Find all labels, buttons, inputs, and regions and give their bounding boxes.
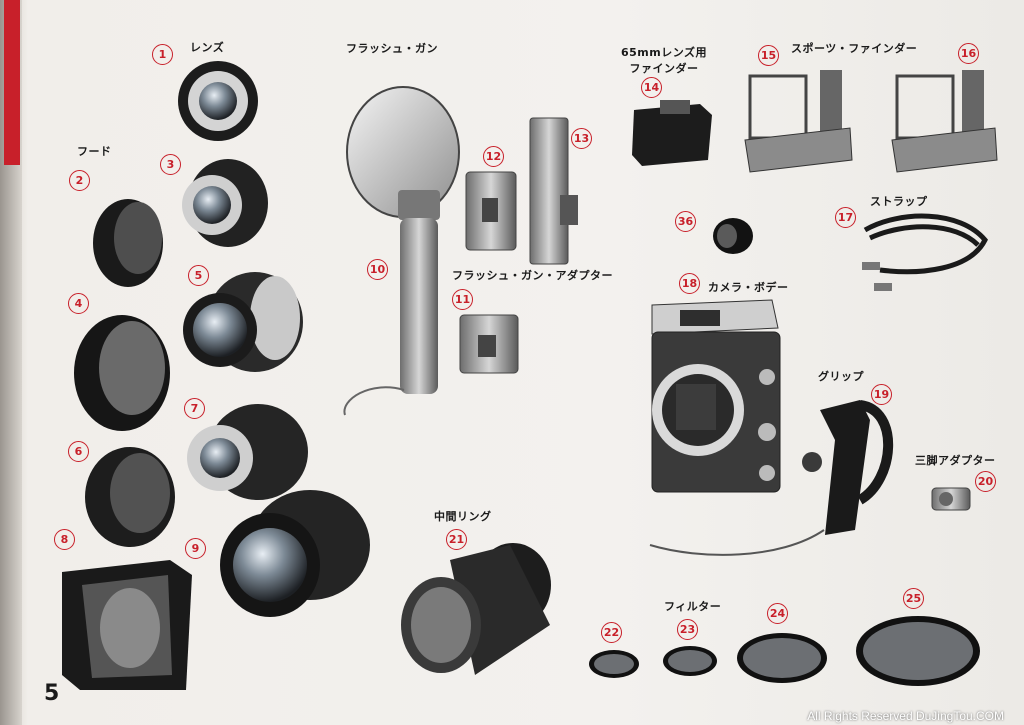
number-badge: 10: [367, 259, 388, 280]
label-strap: ストラップ: [870, 195, 928, 208]
page-number: 5: [44, 681, 60, 706]
number-badge: 25: [903, 588, 924, 609]
flash-adapter-11-drawing: [459, 314, 519, 374]
sports-finder-16-drawing: [891, 70, 998, 173]
number-badge: 11: [452, 289, 473, 310]
label-flash-gun: フラッシュ・ガン: [346, 42, 438, 55]
lens-3-drawing: [182, 159, 268, 247]
number-badge: 23: [677, 619, 698, 640]
filter-25-drawing: [856, 616, 980, 686]
label-tripod-adapter: 三脚アダプター: [915, 454, 996, 467]
filter-24-drawing: [737, 633, 827, 683]
label-extension-ring: 中間リング: [434, 510, 492, 523]
lens-1-drawing: [178, 61, 258, 141]
number-badge: 6: [68, 441, 89, 462]
number-badge: 8: [54, 529, 75, 550]
label-finder-65mm: 65mmレンズ用 ファインダー: [621, 46, 708, 75]
number-badge: 2: [69, 170, 90, 191]
label-lens: レンズ: [190, 41, 225, 54]
number-badge: 12: [483, 146, 504, 167]
number-badge: 3: [160, 154, 181, 175]
lens-5-drawing: [183, 272, 303, 372]
number-badge: 24: [767, 603, 788, 624]
number-badge: 18: [679, 273, 700, 294]
number-badge: 21: [446, 529, 467, 550]
hood-4-drawing: [74, 315, 170, 431]
number-badge: 1: [152, 44, 173, 65]
number-badge: 19: [871, 384, 892, 405]
number-badge: 16: [958, 43, 979, 64]
filter-23-drawing: [663, 646, 717, 676]
flash-gun-drawing: [343, 86, 460, 416]
number-badge: 9: [185, 538, 206, 559]
number-badge: 4: [68, 293, 89, 314]
number-badge: 13: [571, 128, 592, 149]
strap-drawing: [862, 213, 988, 291]
label-flash-gun-adapter: フラッシュ・ガン・アダプター: [452, 269, 613, 282]
label-grip: グリップ: [818, 370, 864, 383]
flash-adapter-12-drawing: [465, 171, 517, 251]
extension-ring-drawing: [401, 543, 551, 675]
watermark-text: All Rights Reserved DuJingTou.COM: [807, 709, 1004, 723]
finder-14-drawing: [632, 100, 712, 166]
number-badge: 15: [758, 45, 779, 66]
eyecup-36-drawing: [713, 218, 753, 254]
flash-bracket-13-drawing: [529, 117, 578, 265]
number-badge: 17: [835, 207, 856, 228]
hood-6-drawing: [85, 447, 175, 547]
filter-22-drawing: [589, 650, 639, 678]
label-sports-finder: スポーツ・ファインダー: [791, 42, 918, 55]
number-badge: 20: [975, 471, 996, 492]
number-badge: 5: [188, 265, 209, 286]
label-hood: フード: [77, 145, 112, 158]
label-camera-body: カメラ・ボデー: [708, 281, 789, 294]
lens-7-drawing: [187, 404, 308, 500]
grip-drawing: [649, 400, 894, 556]
label-filter: フィルター: [664, 600, 722, 613]
red-edge-tab: [4, 0, 20, 165]
number-badge: 14: [641, 77, 662, 98]
number-badge: 36: [675, 211, 696, 232]
hood-2-drawing: [93, 199, 163, 287]
sports-finder-15-drawing: [744, 70, 853, 173]
number-badge: 22: [601, 622, 622, 643]
camera-body-drawing: [651, 299, 781, 493]
lens-9-drawing: [220, 490, 370, 617]
number-badge: 7: [184, 398, 205, 419]
hood-8-drawing: [62, 560, 192, 690]
tripod-adapter-drawing: [931, 487, 971, 511]
book-spine: [0, 0, 22, 725]
